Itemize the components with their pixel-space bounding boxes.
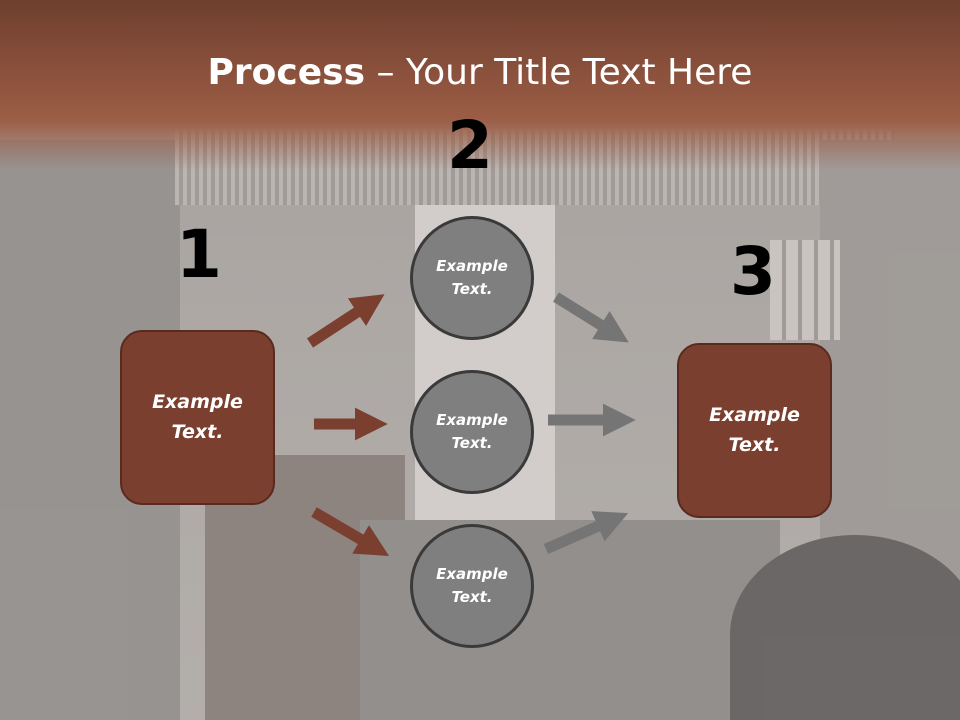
start-box-line-2: Text.: [171, 420, 224, 443]
arrow-left-to-bot: [311, 507, 390, 557]
step-number-1: 1: [176, 216, 222, 293]
end-box-line-1: Example: [709, 404, 800, 427]
circle-middle: Example Text.: [410, 370, 534, 494]
circle-top-text: Example Text.: [436, 255, 508, 302]
end-box-text: Example Text.: [709, 401, 800, 460]
circle-middle-text: Example Text.: [436, 409, 508, 456]
background-right-wall: [820, 140, 960, 580]
circle-bottom-line-2: Text.: [451, 588, 493, 606]
start-box: Example Text.: [120, 330, 275, 505]
circle-middle-line-2: Text.: [451, 434, 493, 452]
circle-top: Example Text.: [410, 216, 534, 340]
circle-bottom-text: Example Text.: [436, 563, 508, 610]
arrow-bot-to-right: [543, 511, 629, 555]
slide-title: Process – Your Title Text Here: [0, 52, 960, 93]
circle-top-line-2: Text.: [451, 280, 493, 298]
circle-middle-line-1: Example: [436, 410, 508, 429]
start-box-line-1: Example: [152, 391, 243, 414]
end-box: Example Text.: [677, 343, 832, 518]
step-number-2: 2: [447, 107, 493, 184]
start-box-text: Example Text.: [152, 388, 243, 447]
background-bathtub: [730, 535, 960, 720]
arrow-left-to-top: [306, 294, 385, 348]
circle-top-line-1: Example: [436, 256, 508, 275]
background-window: [770, 240, 840, 340]
step-number-3: 3: [730, 233, 776, 310]
title-rest: – Your Title Text Here: [365, 52, 753, 93]
title-bold: Process: [207, 52, 366, 93]
end-box-line-2: Text.: [728, 433, 781, 456]
circle-bottom: Example Text.: [410, 524, 534, 648]
title-band: [0, 0, 960, 170]
circle-bottom-line-1: Example: [436, 564, 508, 583]
arrow-top-to-right: [553, 292, 629, 343]
